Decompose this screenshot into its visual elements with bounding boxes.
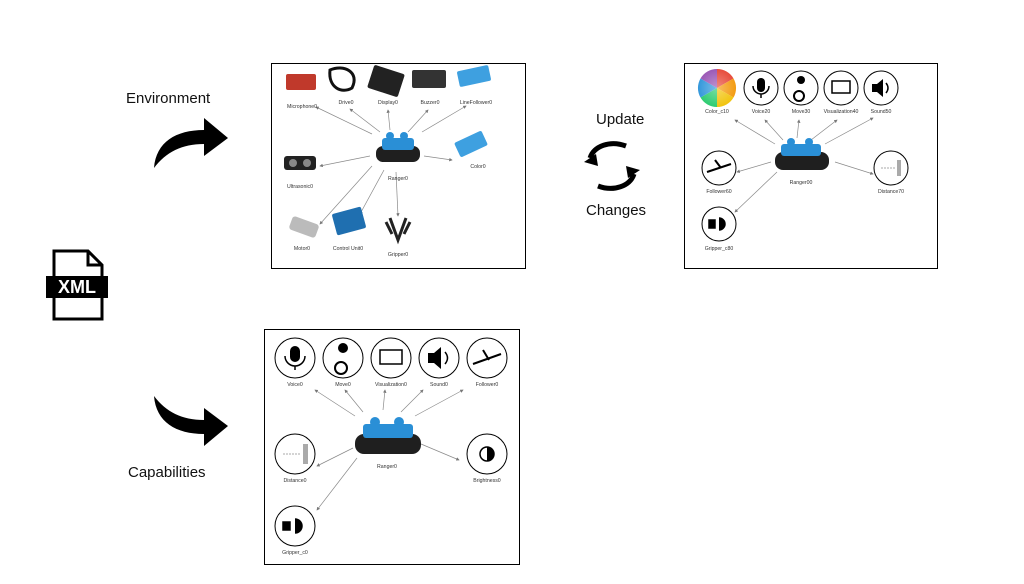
- gripper-icon: [384, 217, 412, 245]
- ultrasonic-sensor-icon: [284, 156, 316, 170]
- node-label: Display0: [378, 100, 398, 106]
- node-label: Buzzer0: [420, 100, 439, 106]
- control-unit-icon: [332, 206, 366, 236]
- node-label: Gripper_c0: [282, 550, 308, 556]
- node-label: Move0: [335, 382, 351, 388]
- display-module-icon: [367, 65, 405, 97]
- motor-icon: [289, 216, 319, 238]
- node-label: Sound50: [871, 109, 892, 115]
- robot-ranger-icon: [775, 138, 829, 170]
- node-label: Voice20: [752, 109, 771, 115]
- robot-ranger-icon: [355, 417, 421, 454]
- node-label: Ranger0: [388, 176, 408, 182]
- visualization-node-icon: [823, 70, 859, 106]
- node-label: Drive0: [339, 100, 354, 106]
- node-label: Motor0: [294, 246, 310, 252]
- update-cycle-icon: [584, 141, 640, 191]
- robot-ranger-icon: [376, 132, 420, 162]
- capabilities-label: Capabilities: [128, 464, 206, 481]
- node-label: Gripper0: [388, 252, 408, 258]
- node-label: Control Unit0: [333, 246, 363, 252]
- node-label: Visualization0: [375, 382, 407, 388]
- move-node-icon: [783, 70, 819, 106]
- node-label: Ranger00: [790, 180, 813, 186]
- node-label: Microphone0: [287, 104, 317, 110]
- node-label: Move30: [792, 109, 811, 115]
- visualization-node-icon: [370, 337, 412, 379]
- node-label: Color0: [470, 164, 485, 170]
- node-label: Distance0: [283, 478, 306, 484]
- xml-file-icon: XML: [46, 249, 108, 321]
- environment-diagram-panel: Ranger0 Microphone0 Drive0 Display0 Buzz…: [271, 63, 526, 269]
- environment-arrow-icon: [154, 118, 228, 168]
- node-label: Follower0: [476, 382, 499, 388]
- node-label: Visualization40: [824, 109, 859, 115]
- node-label: Color_c10: [705, 109, 729, 115]
- color-wheel-icon: [697, 68, 737, 108]
- color-sensor-icon: [454, 131, 488, 157]
- node-label: Brightness0: [473, 478, 501, 484]
- node-label: Ranger0: [377, 464, 397, 470]
- node-label: Gripper_c80: [705, 246, 734, 252]
- capabilities-diagram-panel: Ranger0 Voice0 Move0 Visualization0 Soun…: [264, 329, 520, 565]
- updated-diagram-panel: Ranger00 Color_c10 Voice20 Move30 Visual…: [684, 63, 938, 269]
- node-label: Follower60: [706, 189, 731, 195]
- changes-label: Changes: [586, 202, 647, 219]
- node-label: LineFollower0: [460, 100, 492, 106]
- xml-text: XML: [58, 277, 96, 297]
- line-follower-module-icon: [457, 65, 491, 87]
- microphone-module-icon: [286, 74, 316, 90]
- drive-track-icon: [328, 66, 356, 92]
- node-label: Voice0: [287, 382, 303, 388]
- environment-label: Environment: [126, 90, 211, 107]
- capabilities-arrow-icon: [154, 396, 228, 446]
- buzzer-module-icon: [412, 70, 446, 88]
- node-label: Sound0: [430, 382, 448, 388]
- move-node-icon: [322, 337, 364, 379]
- update-label: Update: [596, 111, 645, 128]
- node-label: Distance70: [878, 189, 904, 195]
- node-label: Ultrasonic0: [287, 184, 313, 190]
